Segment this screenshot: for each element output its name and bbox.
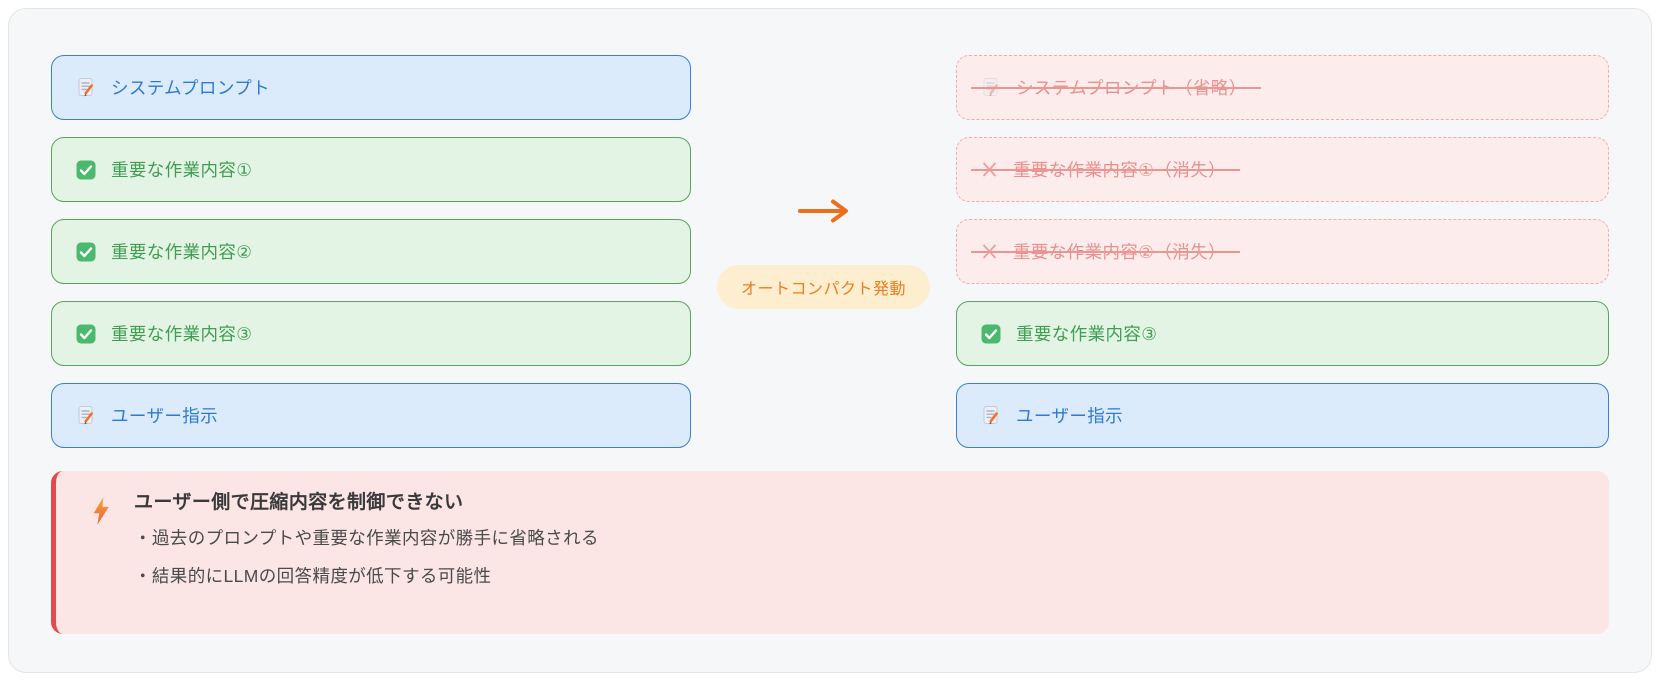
struck-content: 重要な作業内容①（消失） <box>981 157 1226 182</box>
memo-icon <box>76 405 96 426</box>
block-label: システムプロンプト（省略） <box>1016 78 1247 98</box>
memo-icon <box>981 77 1001 98</box>
check-icon <box>76 242 96 262</box>
right-arrow-icon <box>796 197 852 225</box>
block-label: 重要な作業内容③ <box>111 324 253 344</box>
block-label: 重要な作業内容③ <box>1016 324 1158 344</box>
block-label: 重要な作業内容① <box>111 160 253 180</box>
struck-content: 重要な作業内容②（消失） <box>981 239 1226 264</box>
block-system-prompt: システムプロンプト <box>51 55 691 120</box>
check-icon <box>76 160 96 180</box>
warning-bullet: ・過去のプロンプトや重要な作業内容が勝手に省略される <box>134 528 599 548</box>
memo-icon <box>981 405 1001 426</box>
memo-icon <box>76 77 96 98</box>
transition-column: オートコンパクト発動 <box>691 55 956 448</box>
block-user-instruction: ユーザー指示 <box>51 383 691 448</box>
auto-compact-badge: オートコンパクト発動 <box>716 265 930 309</box>
block-label: システムプロンプト <box>111 78 270 98</box>
block-label: ユーザー指示 <box>1016 406 1124 426</box>
block-system-prompt-omitted: システムプロンプト（省略） <box>956 55 1609 120</box>
context-before-column: システムプロンプト 重要な作業内容① <box>51 55 691 448</box>
warning-callout: ユーザー側で圧縮内容を制御できない ・過去のプロンプトや重要な作業内容が勝手に省… <box>51 471 1609 634</box>
block-task-2-lost: 重要な作業内容②（消失） <box>956 219 1609 284</box>
block-user-instruction-kept: ユーザー指示 <box>956 383 1609 448</box>
block-label: 重要な作業内容①（消失） <box>1013 160 1226 180</box>
cross-icon <box>981 243 998 260</box>
check-icon <box>76 324 96 344</box>
block-task-3: 重要な作業内容③ <box>51 301 691 366</box>
lightning-icon <box>90 496 112 614</box>
block-task-1: 重要な作業内容① <box>51 137 691 202</box>
context-after-column: システムプロンプト（省略） 重要な作業内容①（消失） <box>956 55 1609 448</box>
block-task-3-kept: 重要な作業内容③ <box>956 301 1609 366</box>
check-icon <box>981 324 1001 344</box>
block-task-2: 重要な作業内容② <box>51 219 691 284</box>
block-task-1-lost: 重要な作業内容①（消失） <box>956 137 1609 202</box>
block-label: ユーザー指示 <box>111 406 219 426</box>
diagram-panel: システムプロンプト 重要な作業内容① <box>8 8 1652 673</box>
cross-icon <box>981 161 998 178</box>
block-label: 重要な作業内容②（消失） <box>1013 242 1226 262</box>
columns-area: システムプロンプト 重要な作業内容① <box>9 9 1651 448</box>
warning-content: ユーザー側で圧縮内容を制御できない ・過去のプロンプトや重要な作業内容が勝手に省… <box>134 487 599 614</box>
warning-title: ユーザー側で圧縮内容を制御できない <box>134 492 464 513</box>
block-label: 重要な作業内容② <box>111 242 253 262</box>
struck-content: システムプロンプト（省略） <box>981 75 1247 100</box>
warning-bullet: ・結果的にLLMの回答精度が低下する可能性 <box>134 566 492 586</box>
